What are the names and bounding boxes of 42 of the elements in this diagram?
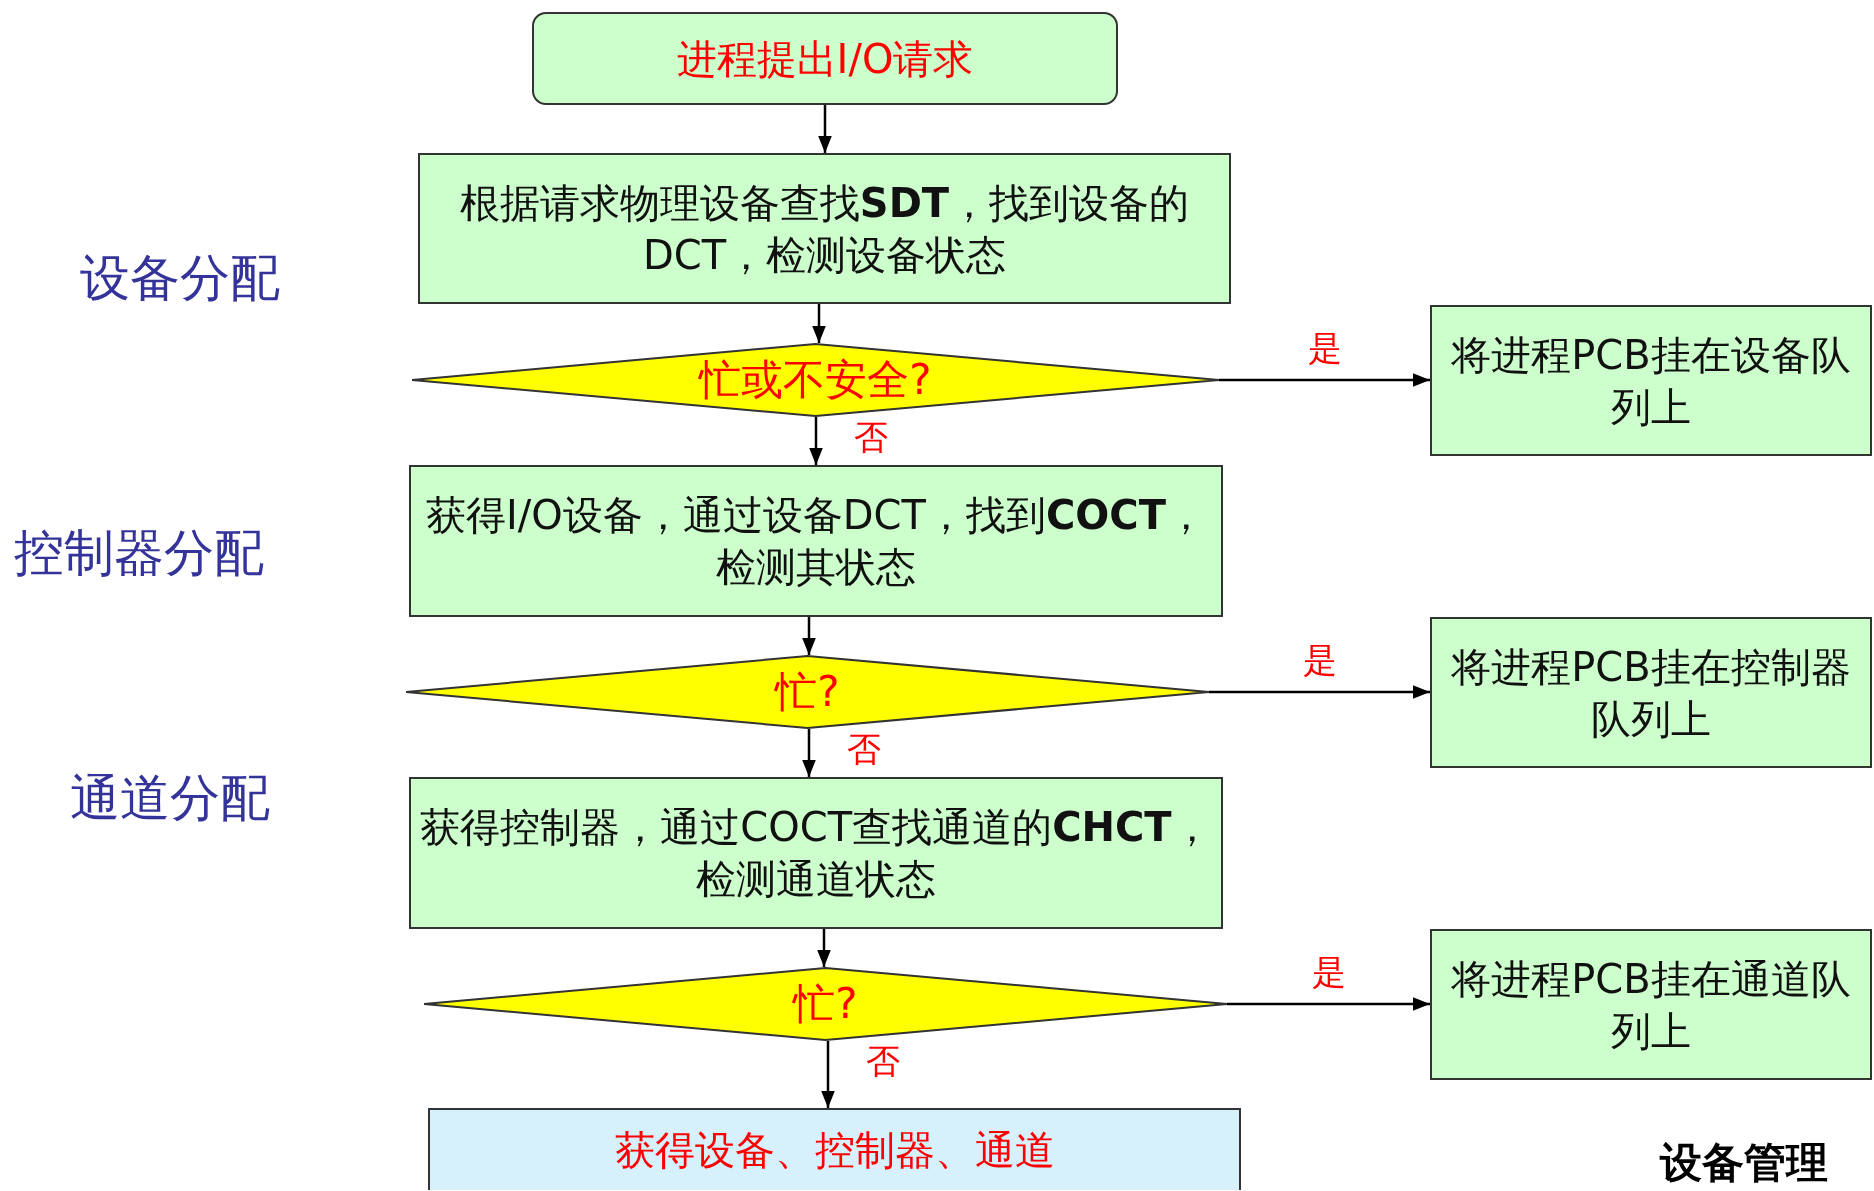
decision-diamond xyxy=(424,967,1227,1041)
decision-diamond xyxy=(412,343,1219,417)
arrow xyxy=(802,617,816,655)
process-box xyxy=(1430,929,1872,1080)
decision-text: 忙? xyxy=(793,978,858,1030)
arrow xyxy=(818,105,832,153)
box-text: 进程提出I/O请求 xyxy=(676,34,974,84)
arrow xyxy=(1227,997,1430,1011)
arrow xyxy=(809,417,823,465)
edge-label: 否 xyxy=(847,732,881,766)
box-text: 获得控制器，通过COCT查找通道的CHCT，检测通道状态 xyxy=(419,803,1213,904)
edge-label: 否 xyxy=(866,1044,900,1078)
stage-label: 通道分配 xyxy=(70,768,270,829)
start-box xyxy=(532,12,1118,105)
arrow xyxy=(1209,685,1430,699)
decision-text: 忙或不安全? xyxy=(699,354,932,406)
arrow xyxy=(1219,373,1430,387)
edge-label: 是 xyxy=(1311,955,1346,989)
box-text: 获得设备、控制器、通道 xyxy=(614,1126,1055,1175)
box-text: 将进程PCB挂在设备队列上 xyxy=(1450,330,1852,432)
end-box xyxy=(428,1108,1241,1190)
process-box xyxy=(1430,305,1872,456)
edge-label: 否 xyxy=(854,420,888,454)
arrow xyxy=(802,729,816,777)
page-title: 设备管理 xyxy=(1660,1137,1828,1189)
process-box xyxy=(409,777,1223,929)
stage-label: 控制器分配 xyxy=(14,523,264,584)
process-box xyxy=(409,465,1223,617)
process-box xyxy=(1430,617,1872,768)
box-text: 根据请求物理设备查找SDT，找到设备的DCT，检测设备状态 xyxy=(458,178,1191,280)
edge-label: 是 xyxy=(1307,331,1342,365)
box-text: 获得I/O设备，通过设备DCT，找到COCT，检测其状态 xyxy=(425,491,1207,592)
arrow xyxy=(821,1041,835,1108)
box-text: 将进程PCB挂在控制器队列上 xyxy=(1450,642,1852,744)
decision-diamond xyxy=(406,655,1209,729)
arrow xyxy=(817,929,831,967)
edge-label: 是 xyxy=(1302,643,1337,677)
decision-text: 忙? xyxy=(775,666,840,718)
stage-label: 设备分配 xyxy=(80,248,280,309)
arrow xyxy=(812,304,826,343)
process-box xyxy=(418,153,1231,304)
box-text: 将进程PCB挂在通道队列上 xyxy=(1450,954,1852,1056)
